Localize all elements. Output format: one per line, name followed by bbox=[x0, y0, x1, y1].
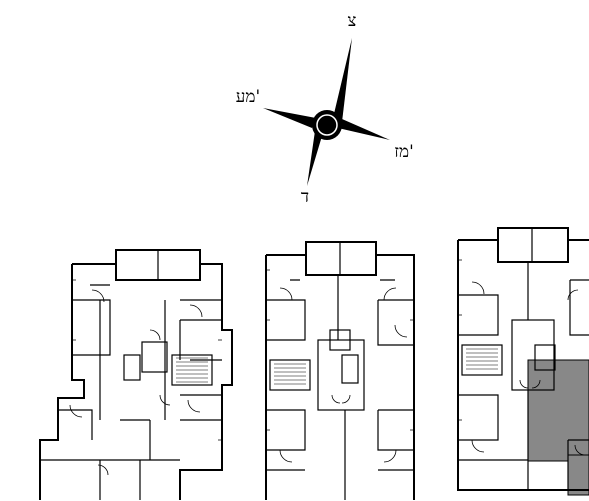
floor-plan-right bbox=[457, 227, 589, 496]
compass-rose: צ מז' ד מע' bbox=[236, 11, 414, 207]
compass-west-label: מע' bbox=[236, 87, 260, 107]
compass-south-needle bbox=[307, 131, 322, 186]
floor-plan-left bbox=[39, 249, 233, 500]
highlighted-unit bbox=[527, 359, 589, 462]
floor-plan-middle bbox=[265, 241, 415, 500]
compass-east-needle bbox=[338, 119, 390, 140]
compass-west-needle bbox=[263, 108, 316, 128]
compass-south-label: ד bbox=[301, 187, 309, 207]
compass-north-needle bbox=[333, 38, 352, 122]
compass-north-label: צ bbox=[348, 11, 357, 31]
compass-east-label: מז' bbox=[394, 142, 414, 162]
